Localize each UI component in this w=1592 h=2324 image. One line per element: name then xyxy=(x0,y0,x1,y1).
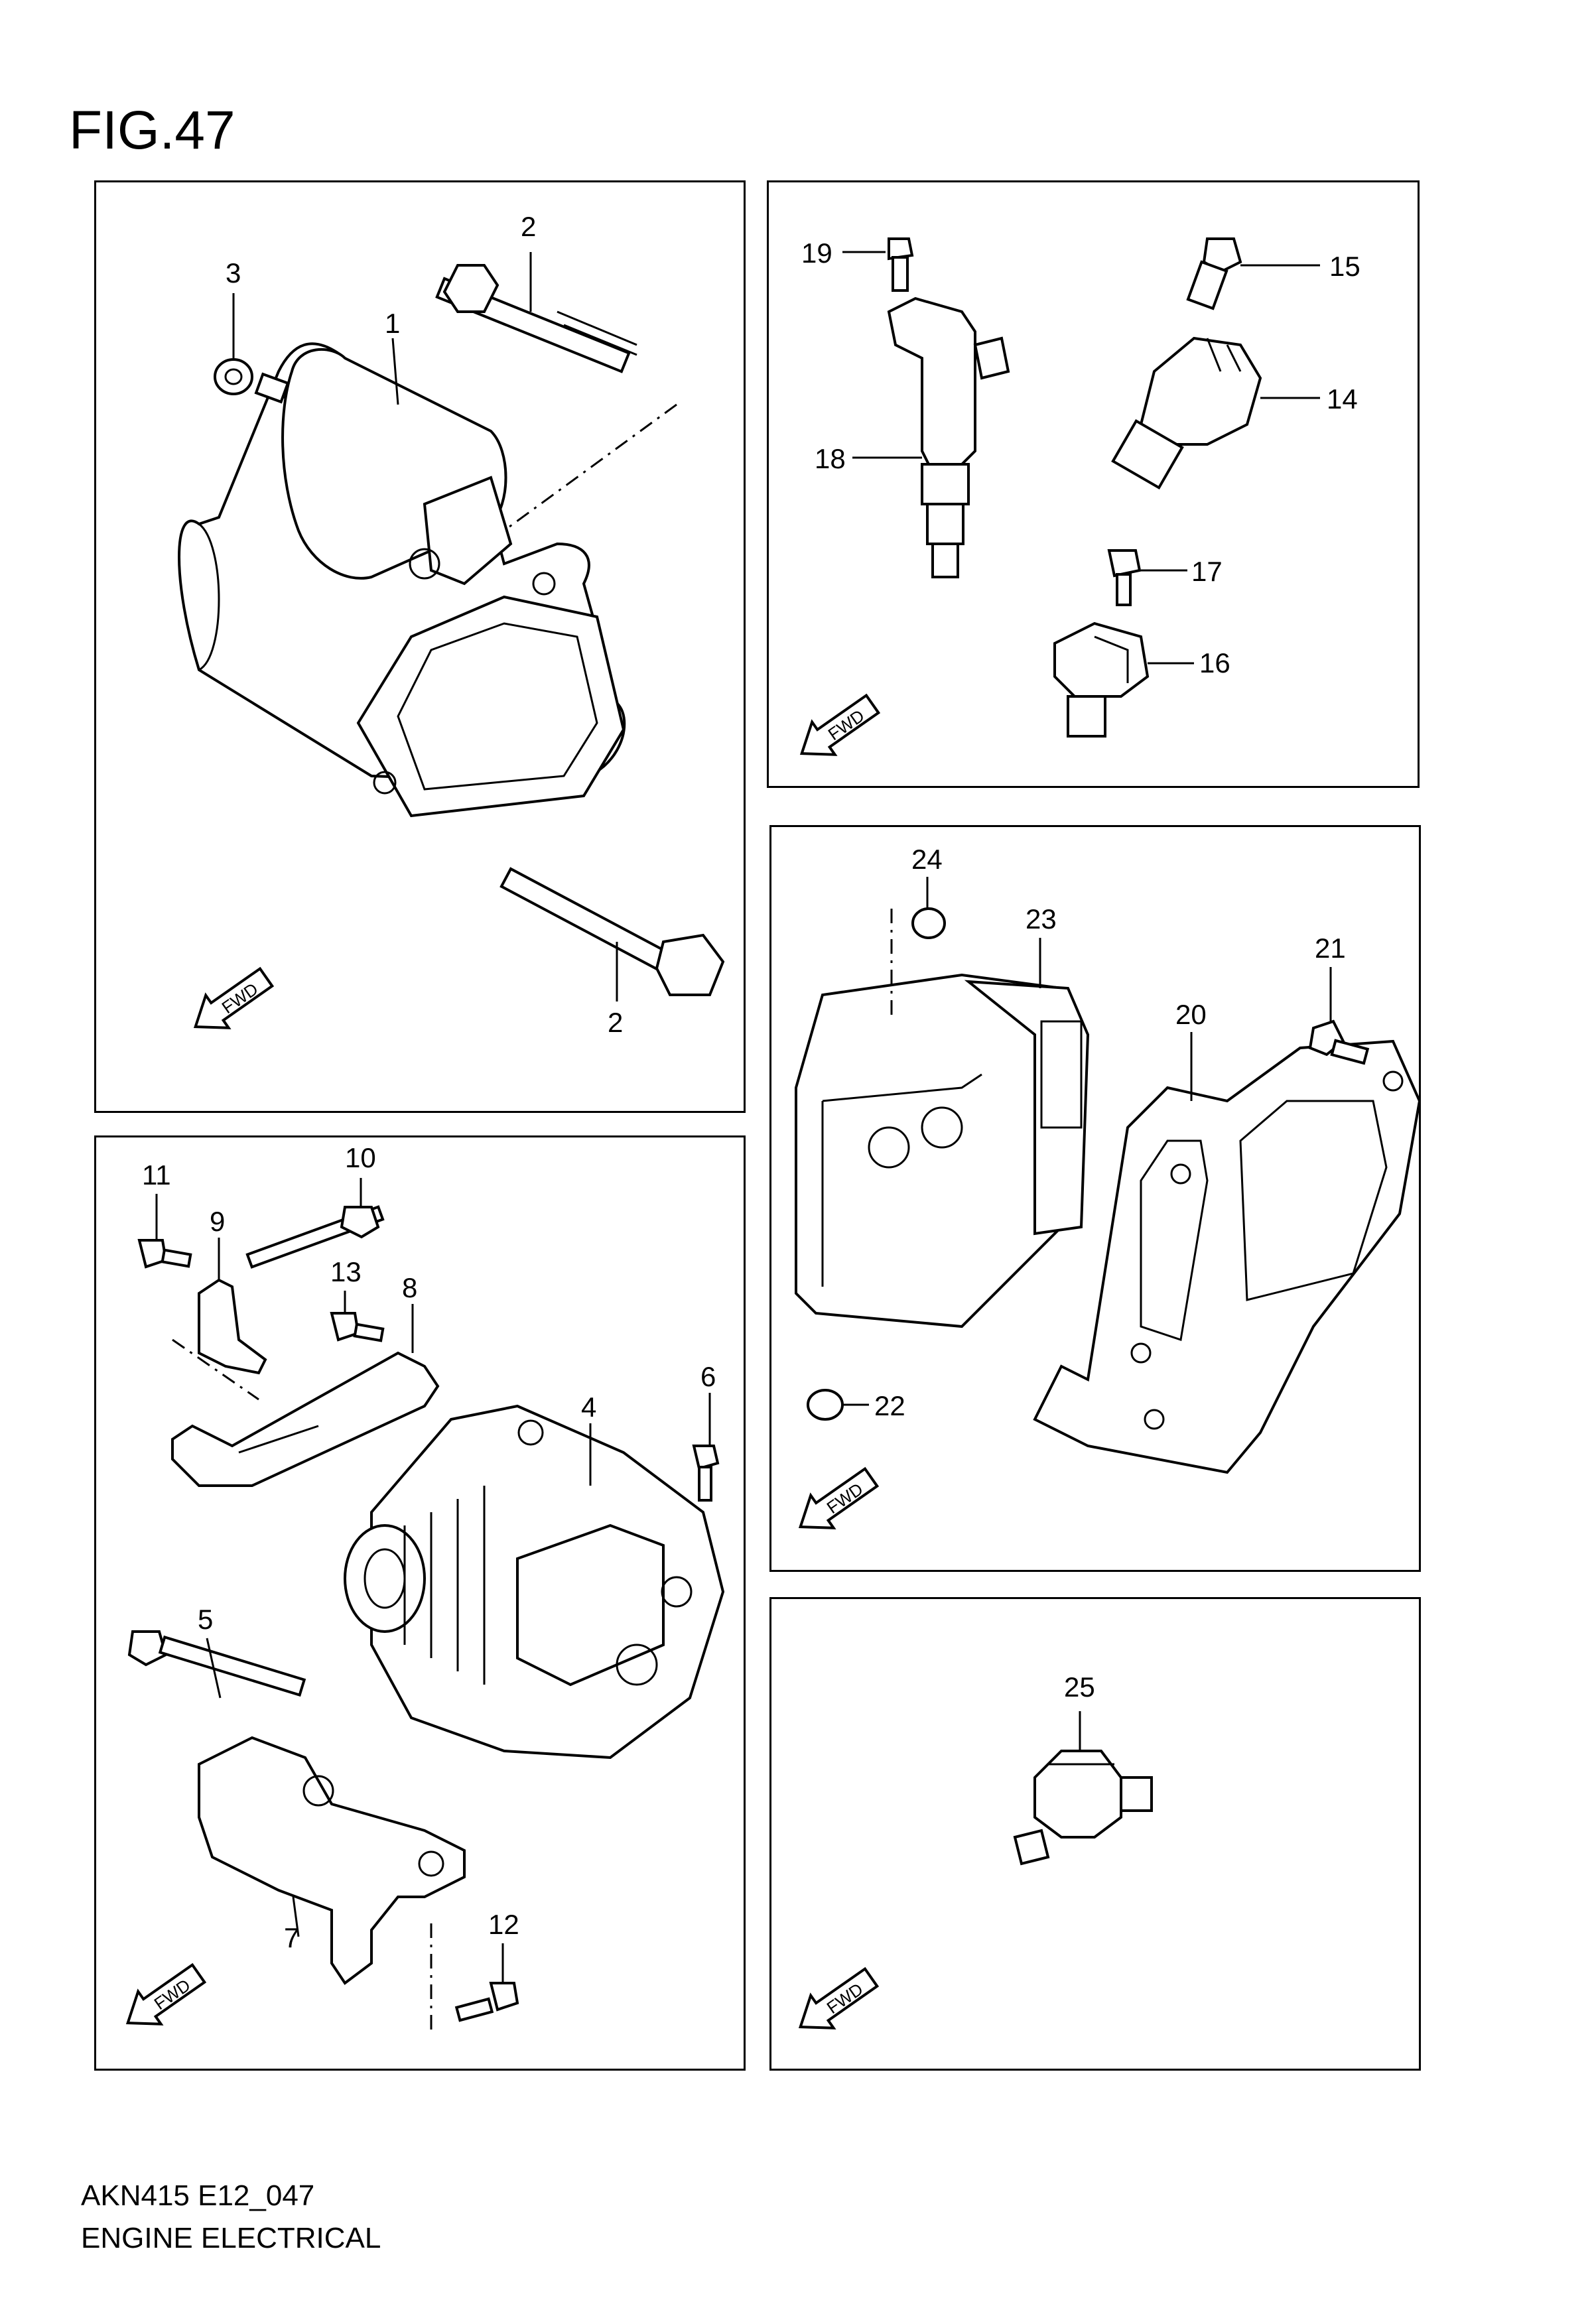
callout-20: 20 xyxy=(1175,999,1207,1030)
callout-18: 18 xyxy=(815,443,846,474)
bolt-13 xyxy=(330,1312,385,1342)
bolt-11 xyxy=(137,1239,192,1269)
callout-8: 8 xyxy=(402,1272,417,1303)
callout-15: 15 xyxy=(1329,251,1360,282)
starter-motor xyxy=(178,342,626,818)
callout-19: 19 xyxy=(801,237,832,269)
panel-ignition-sensors xyxy=(767,180,1420,788)
callout-21: 21 xyxy=(1315,933,1346,964)
bolt-19 xyxy=(888,237,914,292)
callout-1: 1 xyxy=(385,308,400,339)
panel-alternator xyxy=(94,1135,746,2071)
engine-control-module xyxy=(795,973,1090,1328)
fwd-arrow-icon: FWD xyxy=(799,693,881,756)
bolt-2-lower xyxy=(499,867,725,996)
alternator xyxy=(344,1404,725,1760)
bolt-15 xyxy=(1186,237,1242,310)
callout-14: 14 xyxy=(1327,383,1358,415)
nut-22 xyxy=(807,1389,844,1421)
nut-24 xyxy=(911,907,946,939)
panel-starter-motor xyxy=(94,180,746,1113)
bracket-8 xyxy=(171,1351,440,1487)
nut-3 xyxy=(214,358,253,395)
sensor-14 xyxy=(1111,336,1262,490)
figure-title: FIG.47 xyxy=(69,100,235,161)
fwd-arrow-icon: FWD xyxy=(798,1466,880,1529)
callout-12: 12 xyxy=(488,1909,519,1940)
figure-code: AKN415 E12_047 xyxy=(81,2179,315,2212)
bolt-6 xyxy=(692,1445,720,1502)
sensor-16 xyxy=(1053,621,1150,738)
callout-7: 7 xyxy=(284,1922,299,1953)
callout-5: 5 xyxy=(198,1604,213,1635)
bolt-10 xyxy=(245,1205,385,1269)
bracket-7 xyxy=(198,1736,466,1985)
panel-oil-pressure-switch xyxy=(769,1597,1421,2071)
callout-3: 3 xyxy=(226,257,241,289)
fwd-arrow-icon: FWD xyxy=(798,1967,880,2030)
ignition-coil xyxy=(887,296,1010,578)
callout-23: 23 xyxy=(1026,903,1057,935)
bolt-5 xyxy=(127,1630,306,1697)
callout-9: 9 xyxy=(210,1206,225,1237)
callout-16: 16 xyxy=(1199,647,1230,678)
callout-17: 17 xyxy=(1191,556,1223,587)
fwd-arrow-icon: FWD xyxy=(193,966,275,1029)
callout-13: 13 xyxy=(330,1256,362,1287)
callout-11: 11 xyxy=(142,1159,171,1191)
callout-25: 25 xyxy=(1064,1671,1095,1703)
ecm-bracket-20 xyxy=(1033,1039,1422,1474)
figure-caption: ENGINE ELECTRICAL xyxy=(81,2222,381,2254)
callout-24: 24 xyxy=(911,844,943,875)
fwd-arrow-icon: FWD xyxy=(125,1963,207,2026)
bolt-17 xyxy=(1107,549,1142,606)
callout-4: 4 xyxy=(581,1391,596,1423)
callout-6: 6 xyxy=(700,1361,716,1392)
callout-10: 10 xyxy=(345,1142,376,1173)
callout-2-upper: 2 xyxy=(521,211,536,242)
bolt-12 xyxy=(454,1982,519,2022)
callout-22: 22 xyxy=(874,1390,905,1421)
oil-pressure-switch-25 xyxy=(1013,1750,1153,1866)
panel-ecm xyxy=(769,825,1421,1572)
bracket-9 xyxy=(198,1278,267,1375)
callout-2-lower: 2 xyxy=(608,1007,623,1038)
bolt-2-upper xyxy=(435,264,637,373)
bolt-21 xyxy=(1308,1019,1370,1065)
